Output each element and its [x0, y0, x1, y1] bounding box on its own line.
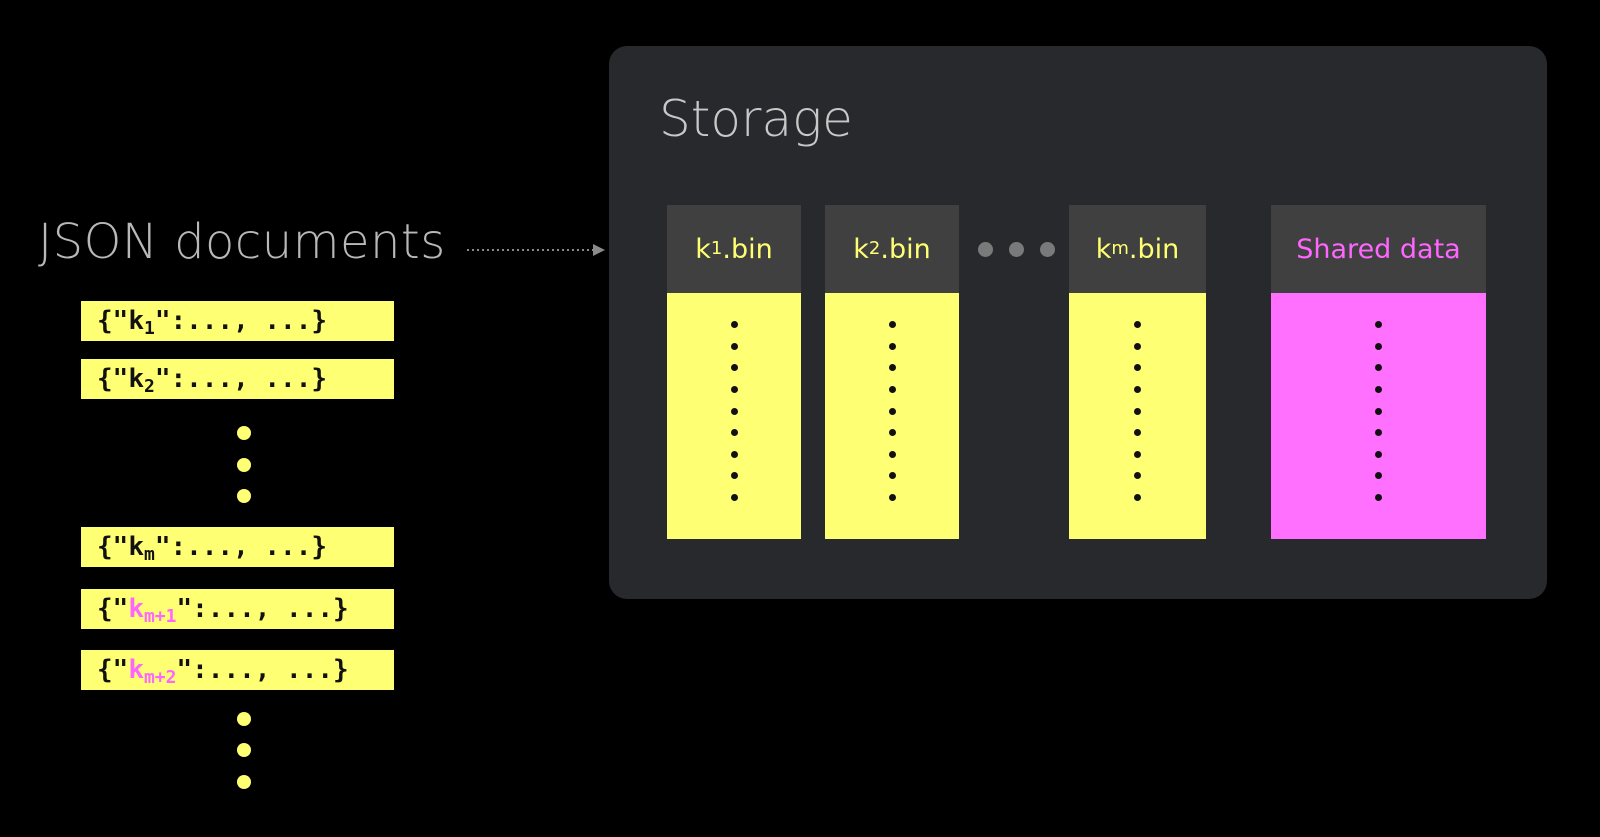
doc-close: ":..., ...} — [154, 364, 327, 394]
doc-open: {" — [97, 364, 129, 394]
ellipsis-dot — [237, 426, 251, 440]
column-suffix: .bin — [880, 233, 931, 265]
column-suffix: .bin — [722, 233, 773, 265]
doc-key-subscript: m — [143, 544, 155, 565]
column-prefix: k — [1095, 233, 1112, 265]
doc-close: ":..., ...} — [154, 532, 327, 562]
doc-key: k — [128, 532, 144, 562]
ellipsis-dot — [237, 712, 251, 726]
vertical-ellipsis — [1134, 321, 1141, 501]
dotted-arrow-icon — [467, 244, 605, 256]
doc-key-subscript: 2 — [143, 376, 155, 397]
ellipsis-dot — [237, 458, 251, 472]
doc-close: ":..., ...} — [154, 306, 327, 336]
doc-key: k — [128, 306, 144, 336]
column-body — [1271, 293, 1486, 539]
horizontal-ellipsis-dot — [1009, 242, 1024, 257]
doc-key-subscript: m+1 — [143, 606, 177, 627]
ellipsis-dot — [237, 743, 251, 757]
doc-key: k — [128, 655, 144, 685]
column-prefix: k — [695, 233, 711, 265]
column-header: Shared data — [1271, 205, 1486, 293]
doc-open: {" — [97, 306, 129, 336]
storage-title: Storage — [659, 90, 853, 148]
doc-key-subscript: 1 — [143, 318, 155, 339]
vertical-ellipsis — [888, 321, 896, 501]
column-suffix: .bin — [1128, 233, 1180, 265]
column-body — [825, 293, 959, 539]
json-doc-km: {"km":..., ...} — [81, 527, 394, 567]
column-shared-data: Shared data — [1271, 205, 1486, 539]
horizontal-ellipsis-dot — [978, 242, 993, 257]
doc-key-subscript: m+2 — [143, 667, 177, 688]
column-body — [667, 293, 801, 539]
json-doc-k1: {"k1":..., ...} — [81, 301, 394, 341]
vertical-ellipsis — [730, 321, 738, 501]
doc-open: {" — [97, 532, 129, 562]
doc-key: k — [128, 364, 144, 394]
doc-close: ":..., ...} — [176, 655, 349, 685]
horizontal-ellipsis-dot — [1040, 242, 1055, 257]
column-body — [1069, 293, 1206, 539]
json-documents-title: JSON documents — [38, 214, 446, 270]
vertical-ellipsis — [1375, 321, 1382, 501]
ellipsis-dot — [237, 775, 251, 789]
json-doc-km2: {"km+2":..., ...} — [81, 650, 394, 690]
doc-close: ":..., ...} — [176, 594, 349, 624]
column-prefix: k — [853, 233, 869, 265]
doc-open: {" — [97, 594, 129, 624]
column-prefix: Shared data — [1296, 233, 1461, 265]
json-doc-k2: {"k2":..., ...} — [81, 359, 394, 399]
json-doc-km1: {"km+1":..., ...} — [81, 589, 394, 629]
doc-key: k — [128, 594, 144, 624]
ellipsis-dot — [237, 489, 251, 503]
doc-open: {" — [97, 655, 129, 685]
